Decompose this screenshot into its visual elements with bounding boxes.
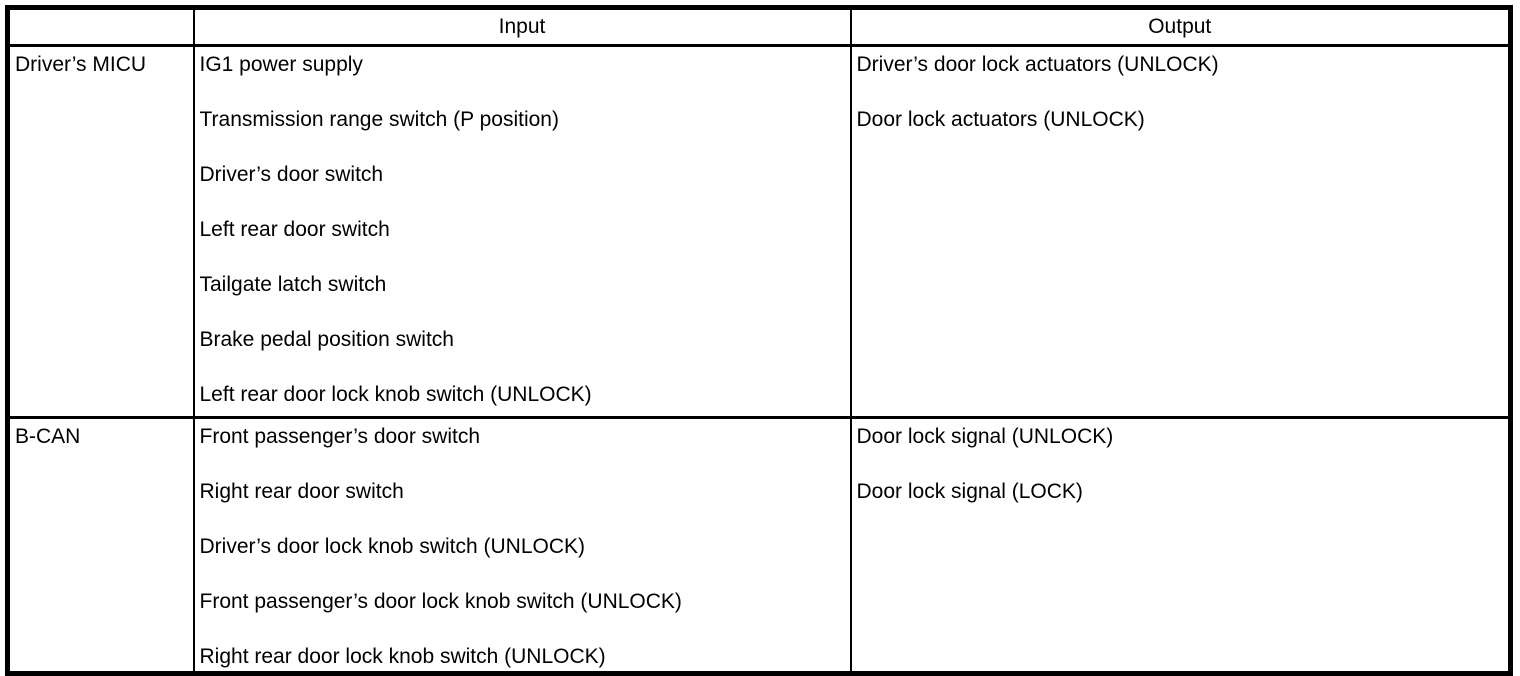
input-item: Left rear door switch [199, 218, 390, 241]
input-item: Right rear door switch [199, 480, 404, 503]
table-row-drivers-micu: Driver’s MICU IG1 power supply Transmiss… [6, 45, 1512, 419]
source-label: B-CAN [15, 425, 81, 448]
input-item: Driver’s door lock knob switch (UNLOCK) [199, 535, 586, 558]
input-item: Transmission range switch (P position) [199, 108, 559, 131]
col-header-input: Input [192, 7, 852, 47]
output-item: Door lock actuators (UNLOCK) [856, 108, 1145, 131]
input-item: Right rear door lock knob switch (UNLOCK… [199, 645, 606, 668]
source-label: Driver’s MICU [15, 53, 147, 76]
io-table: Input Output Driver’s MICU IG1 power sup… [5, 5, 1513, 676]
input-item: Front passenger’s door lock knob switch … [199, 590, 682, 613]
input-item: Front passenger’s door switch [199, 425, 481, 448]
outputs-cell-b-can: Door lock signal (UNLOCK) Door lock sign… [849, 417, 1512, 674]
input-item: Tailgate latch switch [199, 273, 387, 296]
col-header-source [6, 7, 195, 47]
input-item: Driver’s door switch [199, 163, 384, 186]
input-item: IG1 power supply [199, 53, 363, 76]
output-item: Door lock signal (UNLOCK) [856, 425, 1114, 448]
output-item: Driver’s door lock actuators (UNLOCK) [856, 53, 1219, 76]
header-row: Input Output [6, 7, 1512, 47]
table-row-b-can: B-CAN Front passenger’s door switch Righ… [6, 417, 1512, 674]
inputs-cell-drivers-micu: IG1 power supply Transmission range swit… [192, 45, 852, 419]
input-item: Left rear door lock knob switch (UNLOCK) [199, 383, 592, 406]
inputs-cell-b-can: Front passenger’s door switch Right rear… [192, 417, 852, 674]
col-header-output: Output [849, 7, 1512, 47]
source-cell-b-can: B-CAN [6, 417, 195, 674]
input-item: Brake pedal position switch [199, 328, 454, 351]
source-cell-drivers-micu: Driver’s MICU [6, 45, 195, 419]
output-item: Door lock signal (LOCK) [856, 480, 1083, 503]
outputs-cell-drivers-micu: Driver’s door lock actuators (UNLOCK) Do… [849, 45, 1512, 419]
